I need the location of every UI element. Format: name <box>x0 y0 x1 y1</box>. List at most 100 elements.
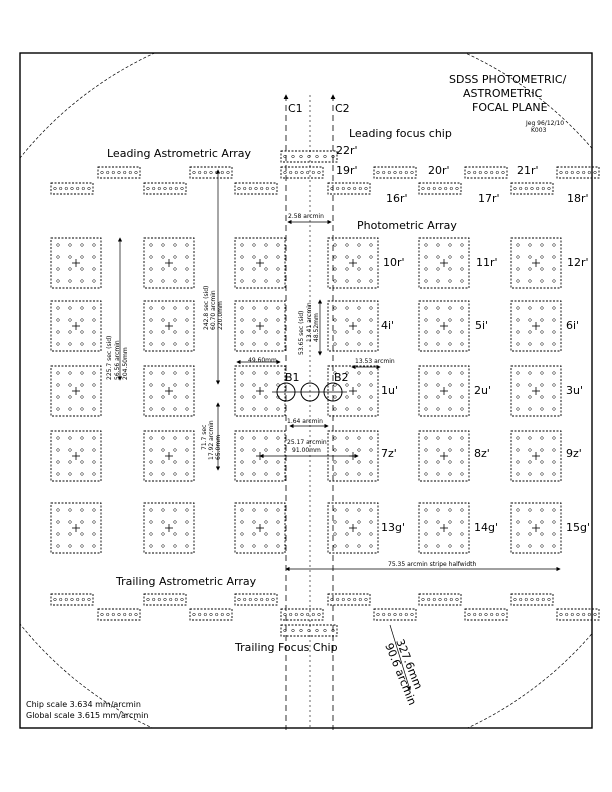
dim-9100-mm: 91.00mm <box>292 447 321 454</box>
scale-notes: Chip scale 3.634 mm/arcmin Global scale … <box>26 700 148 720</box>
photometric-label: Photometric Array <box>357 219 457 232</box>
photometric-chip <box>143 237 195 289</box>
chip-label-1u: 1u' <box>381 384 398 397</box>
photometric-chip <box>418 502 470 554</box>
chip-label-3u: 3u' <box>566 384 583 397</box>
chip-label-20r: 20r' <box>428 164 450 177</box>
dim-2428-a: 242.8 sec (sid) <box>203 286 210 330</box>
photometric-chip <box>510 365 562 417</box>
chip-label-7z: 7z' <box>381 447 397 460</box>
astrometric-chip <box>189 166 233 179</box>
dim-4960-mm: 49.60mm <box>248 357 277 364</box>
chip-label-8z: 8z' <box>474 447 490 460</box>
photometric-chip <box>418 365 470 417</box>
column-center-lines: C1 C2 <box>283 94 350 730</box>
photometric-chip <box>234 300 286 352</box>
astrometric-chip <box>327 182 371 195</box>
dimension-text: 2.58 arcmin 225.7 sec (sid) 56.56 arcmin… <box>106 213 477 707</box>
trailing-focus-label: Trailing Focus Chip <box>234 641 338 654</box>
column-label-c1: C1 <box>288 102 303 115</box>
chip-label-16r: 16r' <box>386 192 408 205</box>
astrometric-chip <box>373 166 417 179</box>
astrometric-chip <box>556 608 600 621</box>
photometric-chip <box>143 502 195 554</box>
dim-2428-c: 220.0mm <box>217 301 224 330</box>
chip-label-5i: 5i' <box>475 319 488 332</box>
chip-label-15g: 15g' <box>566 521 590 534</box>
astrometric-chip <box>234 593 278 606</box>
global-scale-note: Global scale 3.615 mm/arcmin <box>26 711 148 720</box>
photometric-chip <box>510 237 562 289</box>
photometric-chip <box>143 430 195 482</box>
astrometric-chip <box>50 182 94 195</box>
astrometric-chip <box>280 150 338 163</box>
photometric-chip <box>50 237 102 289</box>
chip-label-11r: 11r' <box>476 256 498 269</box>
astrometric-chip <box>510 593 554 606</box>
title-line-2: ASTROMETRIC <box>463 87 543 100</box>
photometric-chip <box>510 502 562 554</box>
astrometric-chip <box>280 624 338 637</box>
astrometric-chip <box>418 182 462 195</box>
photometric-chip <box>234 237 286 289</box>
chip-label-9z: 9z' <box>566 447 582 460</box>
chip-scale-note: Chip scale 3.634 mm/arcmin <box>26 700 141 709</box>
chip-label-6i: 6i' <box>566 319 579 332</box>
dim-5365-a: 53.65 sec (sid) <box>298 311 305 355</box>
astrometric-chip <box>280 608 324 621</box>
title-block: SDSS PHOTOMETRIC/ ASTROMETRIC FOCAL PLAN… <box>449 73 567 134</box>
dim-5365-b: 13.41 arcmin <box>306 302 313 342</box>
chip-labels: 22r' 19r' 20r' 21r' 16r' 17r' 18r' 10r' … <box>336 144 590 534</box>
dim-2428-b: 60.70 arcmin <box>210 290 217 330</box>
title-line-1: SDSS PHOTOMETRIC/ <box>449 73 567 86</box>
chip-label-14g: 14g' <box>474 521 498 534</box>
leading-focus-label: Leading focus chip <box>349 127 452 140</box>
dim-2257-c: 204.50mm <box>122 347 129 380</box>
chip-label-13g: 13g' <box>381 521 405 534</box>
dim-717-a: 71.7 sec <box>201 425 208 450</box>
column-label-c2: C2 <box>335 102 350 115</box>
beam-label-b1: B1 <box>285 371 300 384</box>
title-line-3: FOCAL PLANE <box>472 101 548 114</box>
chip-label-10r: 10r' <box>383 256 405 269</box>
astrometric-chip <box>50 593 94 606</box>
photometric-chip <box>50 365 102 417</box>
photometric-chip <box>418 430 470 482</box>
photometric-chip <box>143 365 195 417</box>
dim-717-c: 65.0mm <box>215 435 222 460</box>
astrometric-chip <box>418 593 462 606</box>
leading-astrometric-label: Leading Astrometric Array <box>107 147 252 160</box>
astrometric-chip <box>327 593 371 606</box>
astrometric-chip <box>143 182 187 195</box>
astrometric-chip <box>373 608 417 621</box>
chip-label-4i: 4i' <box>381 319 394 332</box>
astrometric-chip <box>234 182 278 195</box>
dim-1353-arcmin: 13.53 arcmin <box>355 358 395 365</box>
dim-2257-a: 225.7 sec (sid) <box>106 336 113 380</box>
photometric-chip <box>234 365 286 417</box>
outer-frame <box>19 52 593 729</box>
beam-markers: B1 B2 <box>272 371 349 402</box>
astrometric-chip <box>464 166 508 179</box>
astrometric-chip <box>464 608 508 621</box>
photometric-chip <box>510 300 562 352</box>
photometric-chip <box>327 237 379 289</box>
chip-label-17r: 17r' <box>478 192 500 205</box>
chip-label-19r: 19r' <box>336 164 358 177</box>
astrometric-chip <box>97 166 141 179</box>
chip-label-2u: 2u' <box>474 384 491 397</box>
astrometric-chip <box>556 166 600 179</box>
astrometric-chip <box>189 608 233 621</box>
chip-label-21r: 21r' <box>517 164 539 177</box>
photometric-chip <box>50 502 102 554</box>
photometric-chip <box>50 300 102 352</box>
astrometric-chip <box>143 593 187 606</box>
signature-line-1: Jeg 96/12/10 <box>525 120 564 127</box>
beam-label-b2: B2 <box>334 371 349 384</box>
dim-258-arcmin: 2.58 arcmin <box>288 213 324 220</box>
signature-line-2: K003 <box>531 127 547 134</box>
astrometric-chip <box>97 608 141 621</box>
photometric-chip <box>327 502 379 554</box>
astrometric-chip <box>280 166 324 179</box>
